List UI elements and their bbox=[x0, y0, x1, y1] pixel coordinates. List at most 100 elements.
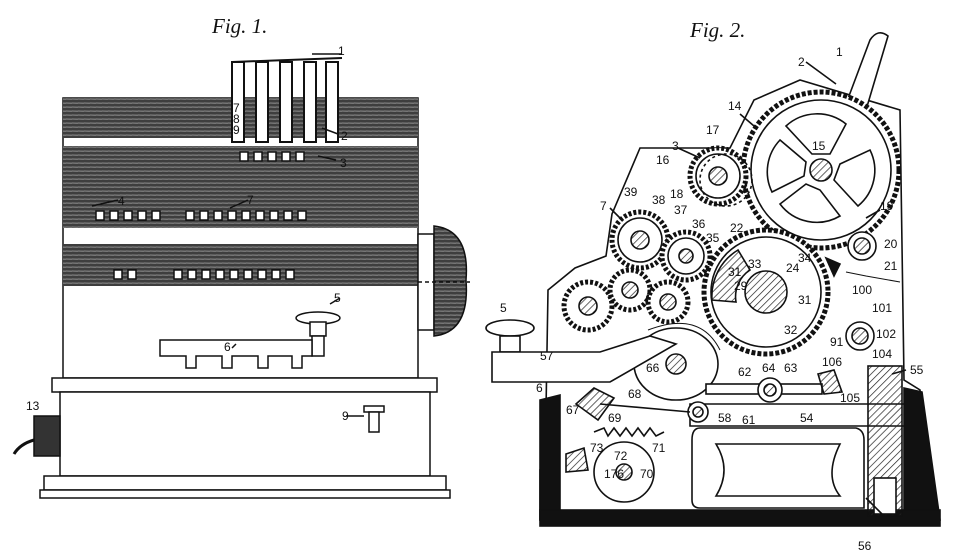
fig2-label-176: 176 bbox=[604, 467, 624, 481]
fig2-label-31b: 31 bbox=[798, 293, 812, 307]
fig2-label-14: 14 bbox=[728, 99, 742, 113]
fig2-label-71: 71 bbox=[652, 441, 666, 455]
fig2-label-15: 15 bbox=[812, 139, 826, 153]
fig2-label-6: 6 bbox=[536, 381, 543, 395]
fig2-labels: 1 2 14 3 17 15 16 18 7 39 38 37 36 22 35… bbox=[500, 45, 924, 553]
fig2-push-knob bbox=[485, 319, 535, 353]
fig2-label-68: 68 bbox=[628, 387, 642, 401]
fig1-label-1: 1 bbox=[338, 44, 345, 58]
fig2-label-73: 73 bbox=[590, 441, 604, 455]
fig1-result-windows bbox=[239, 151, 305, 162]
fig1-label-2: 2 bbox=[341, 129, 348, 143]
fig2-column-foot bbox=[873, 477, 897, 515]
fig1-title: Fig. 1. bbox=[212, 14, 268, 38]
fig1-label-6: 6 bbox=[224, 340, 231, 354]
fig1-base-molding bbox=[51, 377, 438, 393]
fig2-label-69: 69 bbox=[608, 411, 622, 425]
fig2-label-34: 34 bbox=[798, 251, 812, 265]
fig1-slide-knob bbox=[295, 311, 341, 357]
fig2-label-7: 7 bbox=[600, 199, 607, 213]
fig2-label-57: 57 bbox=[540, 349, 554, 363]
fig1-lock-part bbox=[363, 405, 385, 433]
fig2-label-66: 66 bbox=[646, 361, 660, 375]
fig2-push-bar bbox=[491, 335, 678, 383]
fig1-label-13: 13 bbox=[26, 399, 40, 413]
fig1-label-9: 9 bbox=[342, 409, 349, 423]
fig2-pawl-100 bbox=[824, 256, 842, 278]
fig2-label-91: 91 bbox=[830, 335, 844, 349]
digit-row-9: 9 bbox=[233, 123, 240, 137]
fig1-label-3: 3 bbox=[340, 156, 347, 170]
fig2-wedge-105 bbox=[816, 369, 844, 395]
fig2-label-67: 67 bbox=[566, 403, 580, 417]
fig2-label-70: 70 bbox=[640, 467, 654, 481]
fig2-label-2: 2 bbox=[798, 55, 805, 69]
fig2-label-106: 106 bbox=[822, 355, 842, 369]
fig2-bell-73 bbox=[565, 446, 589, 473]
fig2-label-39: 39 bbox=[624, 185, 638, 199]
fig2-crank-lever bbox=[844, 32, 889, 111]
fig2-step-segment bbox=[711, 248, 752, 303]
fig1-base-plinth bbox=[43, 475, 447, 491]
fig2-spring-69 bbox=[593, 426, 665, 438]
fig2-label-105: 105 bbox=[840, 391, 860, 405]
fig2-label-35: 35 bbox=[706, 231, 720, 245]
fig2-base-right bbox=[903, 387, 941, 521]
fig2-label-21: 21 bbox=[884, 259, 898, 273]
fig2-label-20: 20 bbox=[884, 237, 898, 251]
fig1-label-5: 5 bbox=[334, 291, 341, 305]
fig2-label-3: 3 bbox=[672, 139, 679, 153]
fig2-label-100: 100 bbox=[852, 283, 872, 297]
fig2-label-56: 56 bbox=[858, 539, 872, 553]
fig2-label-36: 36 bbox=[692, 217, 706, 231]
fig2-shaft-33 bbox=[744, 270, 788, 314]
fig2-label-102: 102 bbox=[876, 327, 896, 341]
fig2-label-55: 55 bbox=[910, 363, 924, 377]
fig1-labels: 1 2 3 4 7 5 6 9 13 bbox=[26, 44, 349, 423]
fig2-label-18: 18 bbox=[670, 187, 684, 201]
fig2-title: Fig. 2. bbox=[690, 18, 746, 42]
fig1-drawing: 7 8 9 bbox=[12, 53, 470, 499]
fig2-label-17: 17 bbox=[706, 123, 720, 137]
fig2-label-58: 58 bbox=[718, 411, 732, 425]
fig1-cabinet bbox=[62, 97, 419, 379]
fig2-main-gear-spokes bbox=[766, 113, 876, 224]
fig2-label-33: 33 bbox=[748, 257, 762, 271]
fig2-lower-window bbox=[714, 443, 842, 497]
fig2-label-64: 64 bbox=[762, 361, 776, 375]
fig1-label-7: 7 bbox=[247, 193, 254, 207]
fig2-arm-67 bbox=[574, 387, 616, 422]
fig2-base-left bbox=[539, 393, 561, 521]
fig1-label-4: 4 bbox=[118, 194, 125, 208]
fig2-label-54: 54 bbox=[800, 411, 814, 425]
fig2-label-29: 29 bbox=[734, 279, 748, 293]
fig1-digit-columns: 7 8 9 bbox=[233, 101, 240, 137]
fig2-label-32: 32 bbox=[784, 323, 798, 337]
fig1-base-drawer bbox=[59, 391, 431, 477]
fig2-label-19: 19 bbox=[880, 199, 894, 213]
fig1-crank-knob bbox=[417, 225, 470, 337]
fig2-label-61: 61 bbox=[742, 413, 756, 427]
fig2-label-37: 37 bbox=[674, 203, 688, 217]
fig2-drawing bbox=[485, 32, 941, 527]
digit-row-8: 8 bbox=[233, 112, 240, 126]
fig2-label-22: 22 bbox=[730, 221, 744, 235]
fig1-comb-bar bbox=[159, 339, 313, 369]
fig2-label-16: 16 bbox=[656, 153, 670, 167]
fig2-label-101: 101 bbox=[872, 301, 892, 315]
fig2-label-38: 38 bbox=[652, 193, 666, 207]
fig2-label-72: 72 bbox=[614, 449, 628, 463]
digit-row-7: 7 bbox=[233, 101, 240, 115]
fig2-label-62: 62 bbox=[738, 365, 752, 379]
fig2-main-shaft bbox=[809, 158, 833, 182]
fig2-label-63: 63 bbox=[784, 361, 798, 375]
fig2-label-31a: 31 bbox=[728, 265, 742, 279]
fig2-spring-21 bbox=[845, 271, 901, 283]
fig1-setting-levers bbox=[231, 57, 343, 143]
fig1-lower-windows bbox=[113, 269, 295, 280]
fig2-base-floor bbox=[539, 509, 941, 527]
fig1-side-bell bbox=[12, 415, 61, 457]
fig2-label-104: 104 bbox=[872, 347, 892, 361]
fig1-counter-windows bbox=[95, 210, 307, 221]
